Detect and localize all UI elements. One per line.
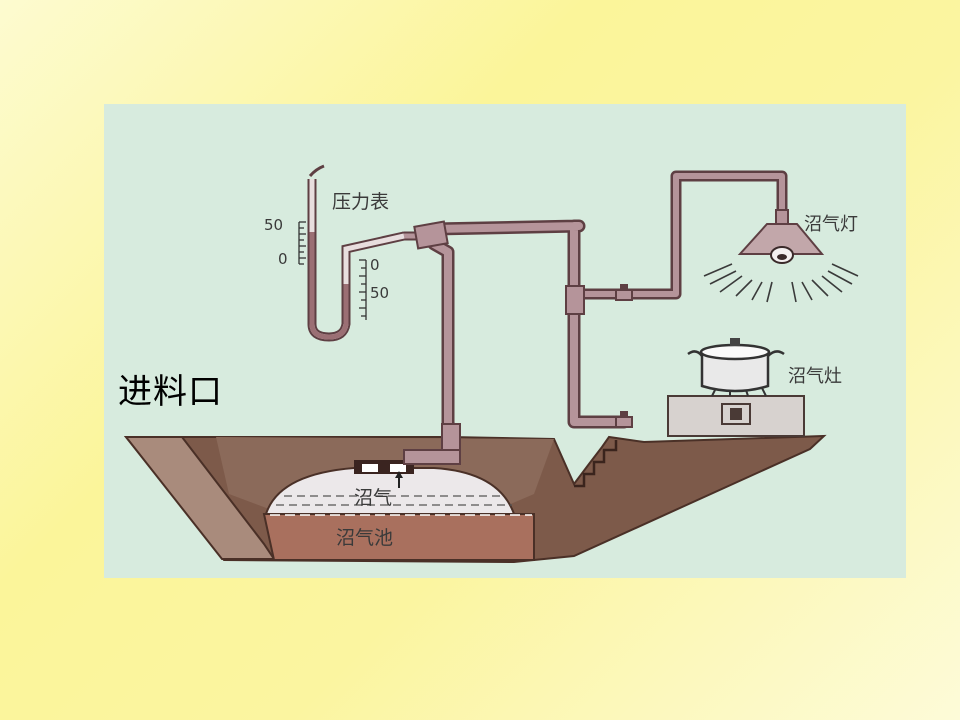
- stairs: [574, 440, 618, 488]
- biogas-lamp-icon: [737, 209, 825, 264]
- biogas-tank-label: 沼气池: [336, 527, 393, 549]
- pipe-tee-top: [413, 220, 449, 250]
- pressure-gauge-label: 压力表: [332, 191, 389, 213]
- stove-valve: [615, 411, 633, 428]
- gas-flow-arrowhead: [395, 471, 403, 478]
- biogas-system-diagram: 50 0 0 50 压力表 沼气灯 沼气灶 沼气 沼气池: [123, 164, 859, 564]
- biogas-label: 沼气: [354, 487, 392, 509]
- biogas-tank: [262, 513, 535, 561]
- lamp-valve: [615, 284, 633, 301]
- biogas-gas-chamber: [264, 467, 516, 515]
- feed-inlet-channel: [123, 436, 276, 560]
- biogas-stove-icon: [667, 338, 805, 437]
- diagram-panel: 50 0 0 50 压力表 沼气灯 沼气灶 沼气 沼气池: [104, 104, 906, 578]
- feed-inlet-label: 进料口: [118, 372, 223, 412]
- gauge-scale-right-top: 0: [370, 256, 380, 274]
- gauge-scale-left-bottom: 0: [278, 250, 288, 268]
- gauge-scale-right-bottom: 50: [370, 284, 389, 302]
- lid-slot-left: [362, 464, 378, 472]
- outlet-pipe-elbow: [403, 449, 461, 465]
- biogas-lamp-label: 沼气灯: [804, 214, 858, 235]
- gauge-scale-left-top: 50: [264, 216, 283, 234]
- biogas-stove-label: 沼气灶: [788, 366, 842, 387]
- lamp-light-rays: [703, 263, 859, 303]
- lid-slot-right: [390, 464, 406, 472]
- gas-surface-lines: [276, 495, 512, 506]
- pipe-tee-middle: [565, 285, 585, 315]
- pressure-gauge: [298, 164, 405, 342]
